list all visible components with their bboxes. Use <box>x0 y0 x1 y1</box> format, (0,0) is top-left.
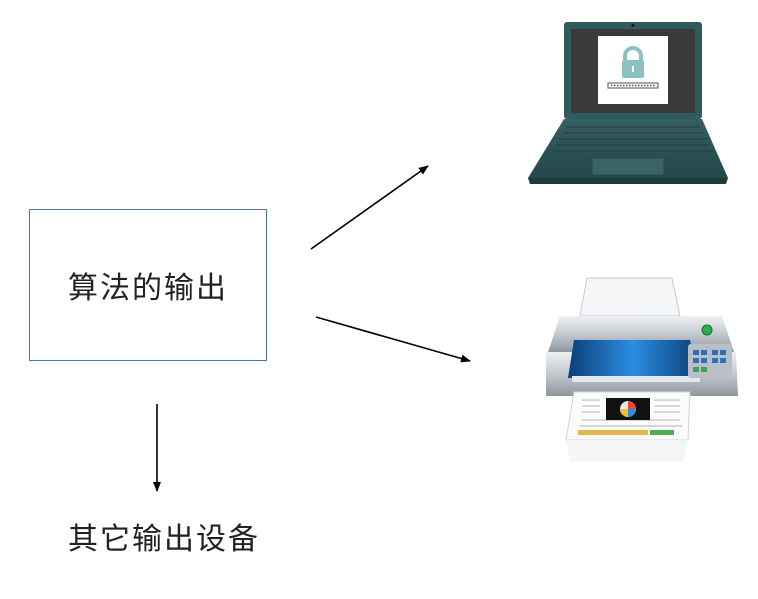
laptop-icon <box>528 22 728 184</box>
other-devices-label: 其它输出设备 <box>68 522 260 557</box>
output-source-box: 算法的输出 <box>29 209 267 361</box>
arrow-to-printer <box>315 316 471 363</box>
arrow-to-laptop <box>310 165 429 250</box>
printer-icon <box>546 277 738 462</box>
output-source-label: 算法的输出 <box>68 271 228 306</box>
